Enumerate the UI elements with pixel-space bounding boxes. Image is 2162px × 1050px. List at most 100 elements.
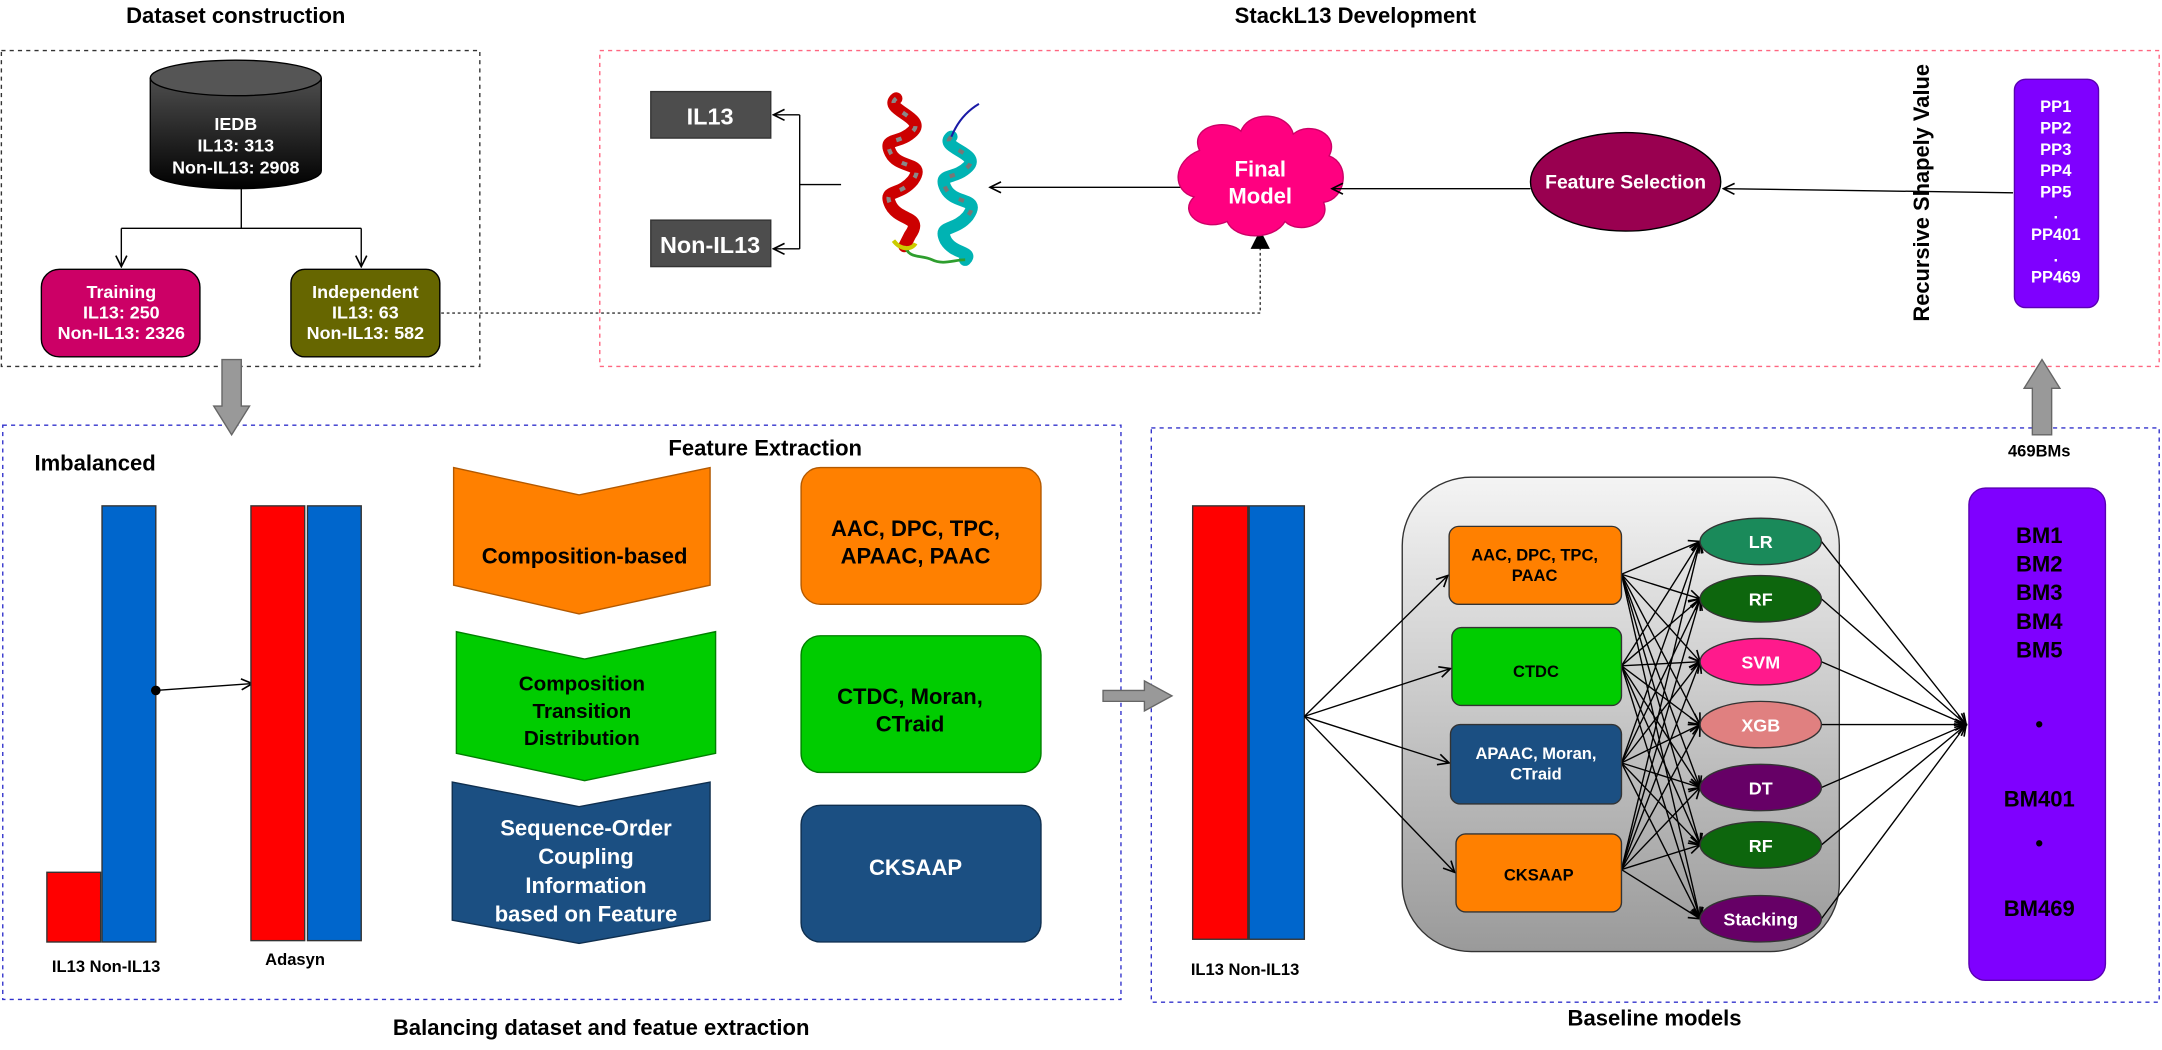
iedb-database: IEDB IL13: 313 Non-IL13: 2908 <box>149 59 322 190</box>
classifier-dt: DT <box>1699 763 1823 812</box>
classifier-rf: RF <box>1699 821 1823 869</box>
classifier-label: DT <box>1749 778 1773 798</box>
bm-item: • <box>2035 830 2043 855</box>
pp-item: PP1 <box>2040 98 2071 116</box>
panel-right-arrow <box>1102 679 1174 713</box>
output-non-il13-label: Non-IL13 <box>660 232 760 258</box>
encoding-box-4: CKSAAP <box>1455 833 1623 913</box>
feature-group-soc-line4: based on Feature <box>495 902 678 927</box>
final-model-line1: Final <box>1234 156 1285 181</box>
output-il13-box: IL13 <box>650 90 772 139</box>
balancing-frame <box>2 424 1122 1001</box>
pp-item: . <box>2053 205 2058 223</box>
adasyn-il13-bar <box>250 505 306 942</box>
training-non-il13: Non-IL13: 2326 <box>58 323 185 343</box>
feature-list-soc: CKSAAP <box>800 804 1042 943</box>
classifier-xgb: XGB <box>1699 700 1823 749</box>
encoding-classifier-arrows <box>1620 541 1700 918</box>
adasyn-label: Adasyn <box>265 951 325 969</box>
classifier-list: LR RF SVM XGB DT RF Stacking <box>1699 517 1823 943</box>
arrow-pp-to-fs <box>1724 189 2014 193</box>
classifier-bm-arrows <box>1820 540 1966 920</box>
classifier-label: LR <box>1749 532 1773 552</box>
encoding-box-4-line1: CKSAAP <box>1504 867 1574 885</box>
bm-item: BM401 <box>2004 787 2075 812</box>
independent-to-final-connector <box>441 246 1261 314</box>
classifier-label: RF <box>1749 590 1773 610</box>
adasyn-arrow-dot <box>150 685 161 696</box>
feature-list-ctd: CTDC, Moran, CTraid <box>800 635 1042 774</box>
feature-group-ctd-line3: Distribution <box>524 727 640 750</box>
pp-item: PP401 <box>2031 226 2081 244</box>
training-down-arrow <box>212 358 251 437</box>
output-non-il13-box: Non-IL13 <box>650 219 772 268</box>
pp-item: PP4 <box>2040 162 2072 180</box>
bm-item: BM2 <box>2016 552 2063 577</box>
feature-group-soc-line1: Sequence-Order <box>500 815 672 840</box>
encoding-box-3-line1: APAAC, Moran, <box>1475 745 1596 763</box>
bm-item: BM1 <box>2016 523 2063 548</box>
encoding-box-1-line2: PAAC <box>1512 567 1558 585</box>
feature-extraction-title: Feature Extraction <box>668 435 862 460</box>
classifier-label: XGB <box>1741 716 1780 736</box>
feature-selection-label: Feature Selection <box>1545 173 1706 194</box>
feature-group-ctd-line2: Transition <box>532 700 631 723</box>
bm-up-arrow <box>2022 358 2062 436</box>
pp-item: PP5 <box>2040 183 2071 201</box>
classifier-rf: RF <box>1699 574 1823 623</box>
bm-count-label: 469BMs <box>2008 443 2071 461</box>
feature-list-ctd-line1: CTDC, Moran, <box>837 684 983 709</box>
classifier-label: Stacking <box>1723 910 1798 930</box>
imbalanced-non-il13-bar <box>101 505 157 943</box>
section-title-development: StackL13 Development <box>1235 3 1477 28</box>
classifier-svm: SVM <box>1699 637 1823 686</box>
training-il13: IL13: 250 <box>83 303 160 323</box>
classifier-lr: LR <box>1699 517 1823 566</box>
baseline-axis-labels: IL13 Non-IL13 <box>1191 961 1299 979</box>
pp-item: PP2 <box>2040 119 2071 137</box>
pp-item: PP469 <box>2031 269 2081 287</box>
baseline-il13-bar <box>1191 505 1249 940</box>
classifier-label: SVM <box>1741 653 1780 673</box>
protein-structure-image <box>882 92 980 266</box>
feature-group-soc: Sequence-Order Coupling Information base… <box>451 781 711 945</box>
pp-item: PP3 <box>2040 141 2071 159</box>
development-frame <box>599 49 2160 368</box>
iedb-il13: IL13: 313 <box>197 136 274 156</box>
feature-group-ctd: Composition Transition Distribution <box>455 630 717 782</box>
training-title: Training <box>87 282 157 302</box>
feature-group-composition-label: Composition-based <box>482 543 688 568</box>
final-model-cloud: Final Model <box>1177 115 1344 237</box>
iedb-title: IEDB <box>214 114 257 134</box>
feature-list-composition: AAC, DPC, TPC, APAAC, PAAC <box>800 466 1042 605</box>
adasyn-arrow <box>155 684 253 692</box>
independent-il13: IL13: 63 <box>332 303 399 323</box>
section-title-balancing: Balancing dataset and featue extraction <box>393 1015 810 1040</box>
output-il13-label: IL13 <box>687 104 734 130</box>
feature-group-ctd-line1: Composition <box>519 673 645 696</box>
bm-item: • <box>2035 712 2043 737</box>
encoding-box-2-line1: CTDC <box>1513 663 1559 681</box>
feature-list-composition-line2: APAAC, PAAC <box>841 543 991 568</box>
adasyn-non-il13-bar <box>306 505 362 942</box>
section-title-baseline: Baseline models <box>1568 1005 1742 1030</box>
feature-group-composition: Composition-based <box>452 466 711 615</box>
baseline-non-il13-bar <box>1248 505 1306 940</box>
independent-set-box: Independent IL13: 63 Non-IL13: 582 <box>290 268 441 358</box>
encoding-box-3: APAAC, Moran, CTraid <box>1449 723 1623 805</box>
independent-title: Independent <box>312 282 418 302</box>
feature-group-soc-line2: Coupling <box>538 844 634 869</box>
encoding-box-3-line2: CTraid <box>1510 765 1561 783</box>
training-set-box: Training IL13: 250 Non-IL13: 2326 <box>40 268 201 358</box>
final-model-input-arrowhead <box>1250 229 1270 249</box>
final-model-line2: Model <box>1228 184 1292 209</box>
bm-item: BM4 <box>2016 609 2063 634</box>
bm-item: BM3 <box>2016 580 2063 605</box>
classifier-stacking: Stacking <box>1699 894 1823 943</box>
iedb-non-il13: Non-IL13: 2908 <box>172 158 299 178</box>
feature-list-ctd-line2: CTraid <box>876 712 945 737</box>
encoding-input-arrows <box>1303 576 1454 873</box>
encoding-box-2: CTDC <box>1451 626 1623 707</box>
